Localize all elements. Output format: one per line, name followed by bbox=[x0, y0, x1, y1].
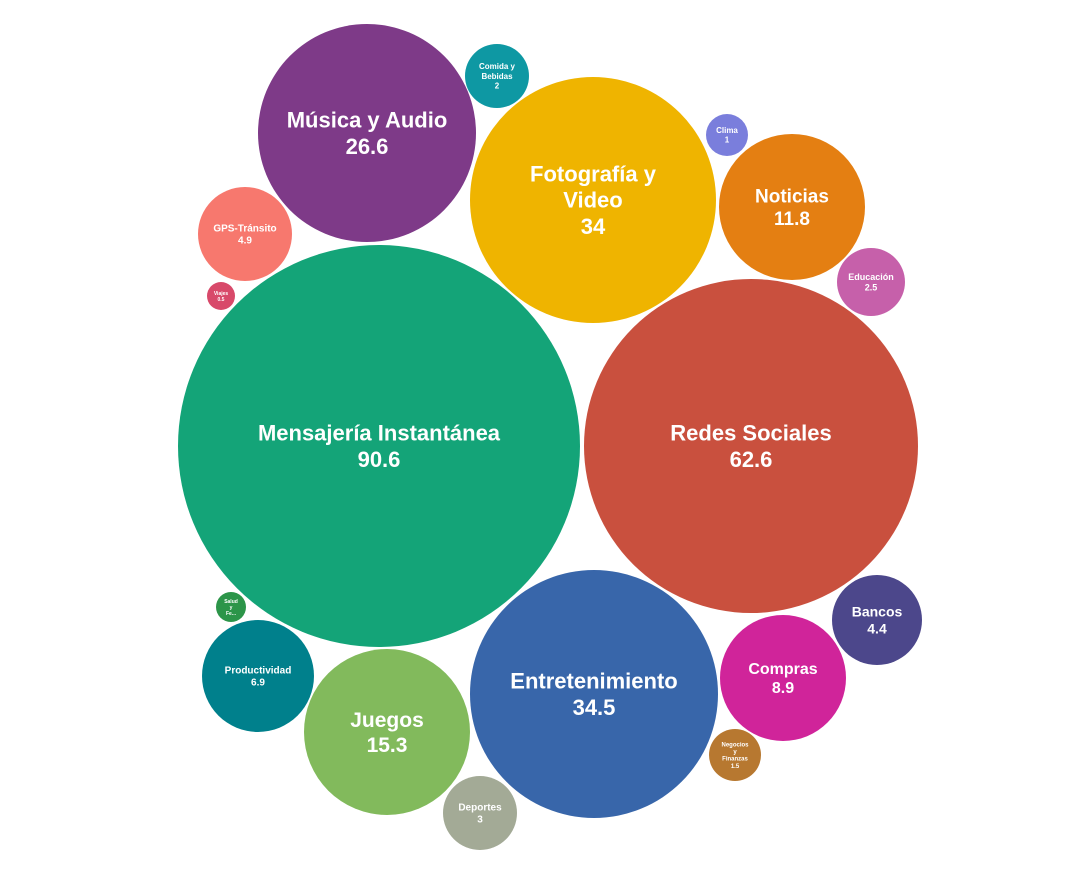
bubble-value-clima: 1 bbox=[725, 136, 730, 145]
bubble-value-deportes: 3 bbox=[477, 815, 483, 826]
bubble-circle-entretenimiento bbox=[470, 570, 718, 818]
bubble-label-bancos: Bancos bbox=[852, 604, 903, 620]
bubble-circle-salud-y-fe bbox=[216, 592, 246, 622]
bubble-value-compras: 8.9 bbox=[772, 680, 794, 697]
bubble-circle-noticias bbox=[719, 134, 865, 280]
bubble-label-entretenimiento: Entretenimiento bbox=[510, 669, 677, 694]
bubble-value-viajes: 0.5 bbox=[218, 297, 225, 303]
bubble-circle-bancos bbox=[832, 575, 922, 665]
bubble-circle-musica-y-audio bbox=[258, 24, 476, 242]
bubble-label-productividad: Productividad bbox=[225, 666, 292, 677]
bubble-label-mensajeria-instantanea: Mensajería Instantánea bbox=[258, 421, 501, 446]
bubble-circle-juegos bbox=[304, 649, 470, 815]
bubble-label-compras: Compras bbox=[748, 661, 817, 678]
bubble-label-viajes: Viajes bbox=[214, 291, 229, 297]
bubble-value-entretenimiento: 34.5 bbox=[573, 695, 616, 720]
bubble-circle-fotografia-y-video bbox=[470, 77, 716, 323]
bubble-circle-deportes bbox=[443, 776, 517, 850]
bubble-value-juegos: 15.3 bbox=[367, 734, 408, 757]
bubble-value-redes-sociales: 62.6 bbox=[730, 447, 773, 472]
bubble-circle-comida-y-bebidas bbox=[465, 44, 529, 108]
bubble-value-musica-y-audio: 26.6 bbox=[346, 134, 389, 159]
bubble-circle-compras bbox=[720, 615, 846, 741]
bubble-value-noticias: 11.8 bbox=[774, 209, 810, 230]
bubble-value-comida-y-bebidas: 2 bbox=[495, 81, 500, 90]
bubble-value-educacion: 2.5 bbox=[865, 283, 878, 293]
bubble-label-gps-transito: GPS-Tránsito bbox=[213, 224, 276, 235]
bubble-value-bancos: 4.4 bbox=[867, 620, 887, 636]
bubble-compras: Compras 8.9 bbox=[720, 615, 846, 741]
bubble-label-redes-sociales: Redes Sociales bbox=[670, 421, 831, 446]
bubble-label-clima: Clima bbox=[716, 126, 738, 135]
bubble-value-mensajeria-instantanea: 90.6 bbox=[358, 447, 401, 472]
bubble-value-productividad: 6.9 bbox=[251, 678, 265, 689]
bubble-label-noticias: Noticias bbox=[755, 186, 829, 207]
bubble-circle-mensajeria-instantanea bbox=[178, 245, 580, 647]
bubble-label-musica-y-audio: Música y Audio bbox=[287, 108, 448, 133]
bubble-circle-negocios-y-finanzas bbox=[709, 729, 761, 781]
bubble-label-deportes: Deportes bbox=[458, 803, 502, 814]
bubble-label-juegos: Juegos bbox=[350, 709, 424, 732]
bubble-circle-gps-transito bbox=[198, 187, 292, 281]
bubble-circle-productividad bbox=[202, 620, 314, 732]
bubble-value-negocios-y-finanzas: 1.5 bbox=[731, 764, 740, 770]
bubble-label-educacion: Educación bbox=[848, 272, 894, 282]
bubble-value-fotografia-y-video: 34 bbox=[581, 214, 606, 239]
bubble-circle-educacion bbox=[837, 248, 905, 316]
bubble-circle-redes-sociales bbox=[584, 279, 918, 613]
bubble-circle-viajes bbox=[207, 282, 235, 310]
bubble-value-gps-transito: 4.9 bbox=[238, 236, 252, 247]
bubble-circle-clima bbox=[706, 114, 748, 156]
